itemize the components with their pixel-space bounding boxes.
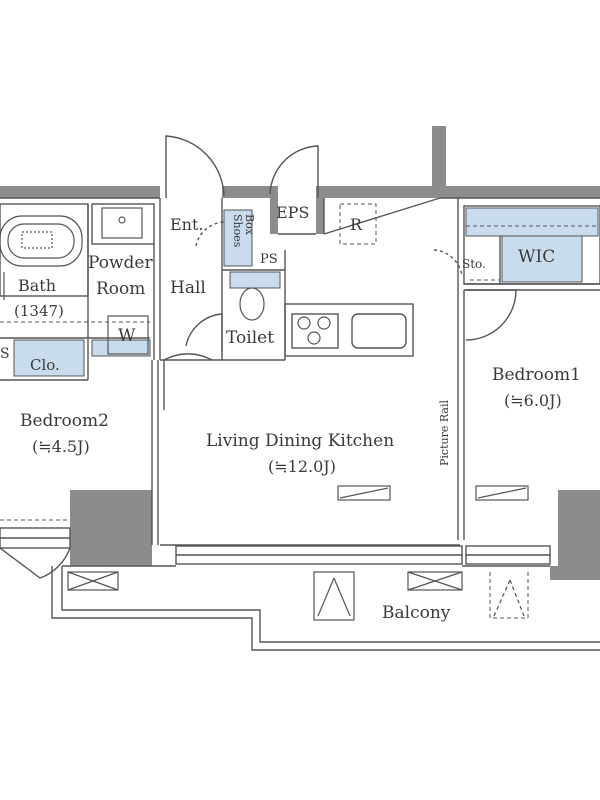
label-shoes-box-2: Box: [243, 214, 256, 236]
toilet-tank-fill: [229, 271, 281, 289]
shoes-box-fill: [223, 209, 253, 267]
bathtub-drain: [21, 231, 53, 249]
label-refrigerator: R: [350, 215, 363, 234]
door-hall: [163, 353, 213, 410]
label-powder-room-2: Room: [96, 279, 145, 299]
walls: [0, 126, 600, 580]
fixtures: [0, 207, 331, 355]
column-balcony-right: [550, 566, 600, 580]
label-ps: PS: [260, 252, 278, 267]
label-bedroom1-size: (≒6.0J): [504, 391, 562, 410]
wall-top-eps: [318, 186, 440, 198]
interior-lines: [0, 197, 600, 651]
outdoor-unit-left: [67, 571, 119, 591]
wall-eps-right: [316, 186, 324, 234]
label-bedroom1: Bedroom1: [492, 365, 581, 385]
label-eps: EPS: [276, 203, 309, 222]
door-toilet: [185, 313, 223, 352]
bathtub-inner: [7, 223, 75, 259]
column-bedroom2: [70, 490, 152, 566]
wic-fill: [465, 207, 599, 237]
label-shoes-box-1: Shoes: [231, 214, 244, 248]
door-swings: [0, 135, 517, 579]
label-storage: Sto.: [462, 257, 486, 271]
evacuation-hatch: [313, 571, 355, 621]
ac-marker-bedroom1: [475, 485, 529, 501]
label-bath-size: (1347): [14, 302, 64, 320]
label-washer: W: [118, 326, 136, 346]
label-entrance: Ent.: [170, 215, 204, 234]
powder-fill: [91, 339, 151, 357]
door-bedroom2: [0, 547, 71, 579]
door-eps: [269, 145, 319, 198]
closet-fill: [13, 339, 85, 377]
markers: [67, 485, 529, 621]
stove-burner-2: [317, 316, 331, 330]
label-closet: Clo.: [30, 356, 60, 374]
door-ent-inner: [195, 221, 225, 247]
labels: Bath (1347) Powder Room W Clo. S Ent. Sh…: [0, 203, 581, 623]
label-picture-rail: Picture Rail: [438, 400, 451, 466]
label-hall: Hall: [170, 278, 206, 298]
label-balcony: Balcony: [382, 603, 451, 623]
stove-burner-1: [297, 316, 311, 330]
door-entrance: [165, 135, 225, 198]
label-bedroom2: Bedroom2: [20, 411, 109, 431]
wall-eps-left: [270, 186, 278, 234]
dashed-lines: [0, 203, 598, 619]
door-sto: [433, 249, 463, 277]
ac-marker-ldk: [337, 485, 391, 501]
wall-top-right: [440, 186, 600, 198]
label-powder-room-1: Powder: [88, 253, 153, 273]
wall-right-column: [432, 126, 446, 198]
bathtub: [0, 215, 83, 267]
label-wic: WIC: [518, 247, 555, 267]
evacuation-ladder: [493, 579, 525, 617]
wall-top-left: [0, 186, 160, 198]
washbasin-drain: [118, 216, 126, 224]
label-ldk: Living Dining Kitchen: [206, 431, 394, 451]
stove-burner-3: [307, 331, 321, 345]
washer-box: [107, 315, 149, 355]
column-right: [558, 490, 600, 566]
label-ldk-size: (≒12.0J): [268, 457, 336, 476]
label-bedroom2-size: (≒4.5J): [32, 437, 90, 456]
label-bath: Bath: [18, 276, 56, 295]
storage-fills: [13, 207, 599, 377]
label-toilet: Toilet: [226, 328, 274, 348]
toilet-bowl: [239, 287, 265, 321]
wic-fill-lower: [501, 235, 583, 283]
label-storage-small: S: [0, 346, 10, 362]
washbasin: [101, 207, 143, 239]
wall-top-mid: [222, 186, 270, 198]
outdoor-unit-right: [407, 571, 463, 591]
door-bedroom1: [465, 289, 517, 341]
